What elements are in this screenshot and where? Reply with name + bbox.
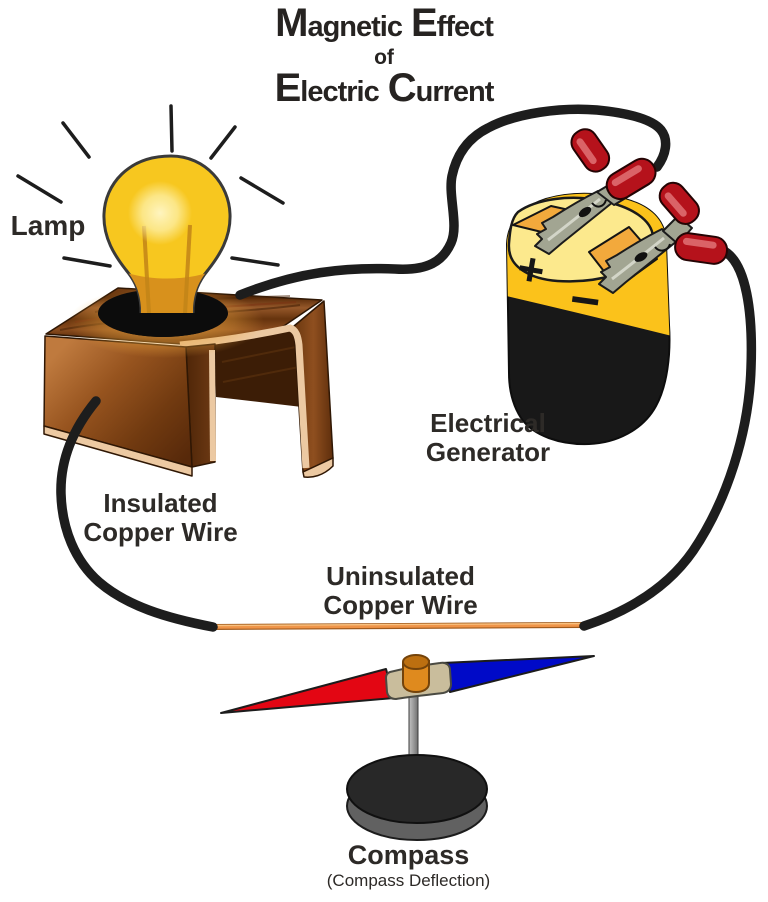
alligator-clip-right xyxy=(598,181,729,294)
generator-label-line2: Generator xyxy=(425,437,551,467)
generator-label-line1: Electrical xyxy=(430,408,546,438)
wire-generator-to-copper xyxy=(579,245,757,631)
lamp-label: Lamp xyxy=(10,210,86,241)
uninsulated-wire-label: Uninsulated Copper Wire xyxy=(298,562,503,620)
clip-red-sleeve xyxy=(605,157,657,201)
compass-icon xyxy=(220,654,595,841)
compass-needle-red xyxy=(220,668,395,714)
clip-red-cap xyxy=(658,181,700,225)
compass-base xyxy=(346,754,488,824)
compass-label-subtitle: (Compass Deflection) xyxy=(326,871,491,890)
battery-icon: + − xyxy=(505,192,671,446)
uninsulated-wire-label-line1: Uninsulated xyxy=(326,561,475,591)
wire-lamp-to-generator xyxy=(235,104,671,300)
lamp-icon xyxy=(68,104,671,358)
bulb-highlight xyxy=(128,181,192,245)
clip-red-sleeve xyxy=(674,232,729,265)
insulated-wire-label: Insulated Copper Wire xyxy=(58,489,263,547)
uninsulated-wire-label-line2: Copper Wire xyxy=(323,590,478,620)
light-rays xyxy=(16,104,285,268)
compass-label: Compass (Compass Deflection) xyxy=(306,840,511,891)
title-line-2: of xyxy=(374,46,394,69)
alligator-clip-left xyxy=(534,128,657,255)
wooden-stand-icon xyxy=(43,287,334,478)
bulb-filament xyxy=(183,224,192,315)
uninsulated-copper-wire xyxy=(208,622,589,630)
insulated-wire-label-line2: Copper Wire xyxy=(83,517,238,547)
generator-label: Electrical Generator xyxy=(398,409,578,467)
clip-red-cap xyxy=(570,128,611,173)
stand-underside xyxy=(214,328,302,407)
wire-lamp-to-copper xyxy=(56,396,218,632)
insulated-wire-label-line1: Insulated xyxy=(103,488,218,518)
compass-label-name: Compass xyxy=(347,840,470,870)
compass-needle-blue xyxy=(441,655,595,693)
